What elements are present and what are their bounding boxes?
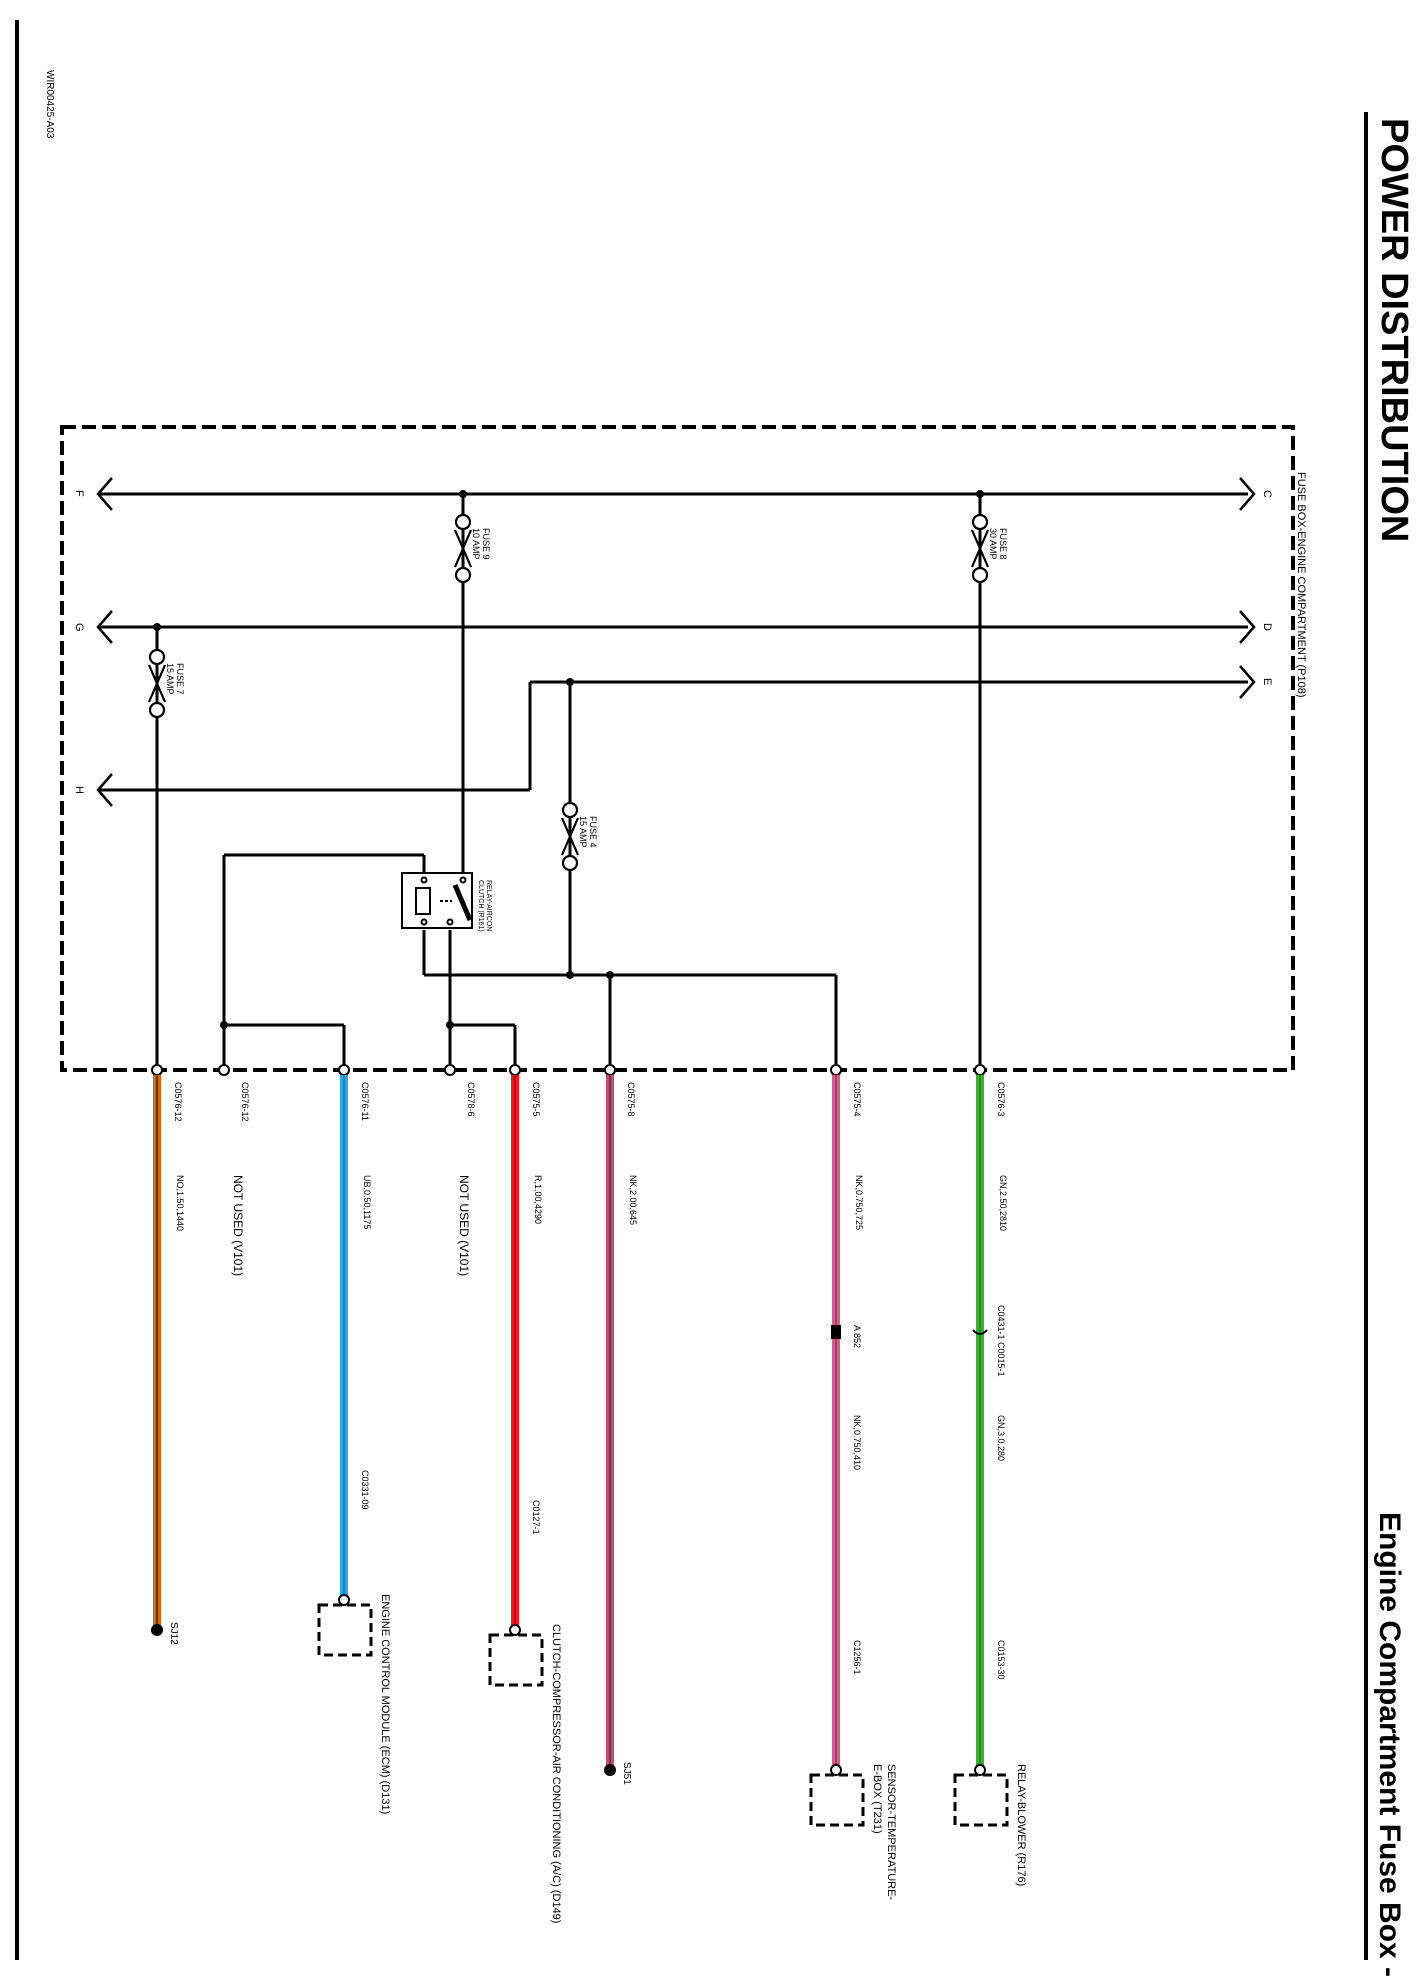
wire-spec-7: GN,2.50,2810	[998, 1175, 1008, 1231]
connector-g-label: G	[73, 623, 85, 632]
end-pin-ring-4	[509, 1624, 521, 1636]
component-label-4: CLUTCH-COMPRESSOR-AIR CONDITIONING (A/C)…	[550, 1624, 562, 1923]
fuse-8-name: FUSE 8	[998, 528, 1008, 560]
pin-label-7: C0576-3	[996, 1082, 1006, 1117]
relay-label-2: CLUTCH (R161)	[477, 880, 484, 932]
junction-dots	[153, 490, 984, 1029]
splice-end-dot-0	[151, 1624, 163, 1636]
splice-end-label-5: SJ51	[621, 1762, 632, 1785]
splice-end-label-0: SJ12	[168, 1622, 179, 1645]
fuse-9-rating: 10 AMP	[471, 528, 481, 560]
component-label-2: ENGINE CONTROL MODULE (ECM) (D131)	[379, 1594, 391, 1814]
pin-ring-3	[444, 1064, 456, 1076]
fuse-box-label: FUSE BOX-ENGINE COMPARTMENT (P108)	[1295, 472, 1307, 698]
pin-label-4: C0575-5	[531, 1082, 541, 1117]
connector-e-label: E	[1261, 678, 1273, 685]
relay-aircon-clutch	[401, 872, 473, 929]
fuse-7-symbol	[147, 648, 167, 719]
splice-end-dot-5	[604, 1764, 616, 1776]
inline-connector-7	[972, 1329, 988, 1335]
pin-ring-0	[151, 1064, 163, 1076]
fuse-4-symbol	[560, 801, 580, 872]
end-pin-label-4: C0127-1	[531, 1500, 541, 1535]
end-pin-label-7: C0153-30	[996, 1640, 1006, 1680]
fuse-4-rating: 15 AMP	[578, 816, 588, 848]
pin-label-5: C0575-8	[626, 1082, 636, 1117]
pin-ring-6	[830, 1064, 842, 1076]
end-pin-label-2: C0331-09	[360, 1470, 370, 1510]
connector-h-label: H	[73, 786, 85, 794]
wire-spec-5: NK,2.00,645	[628, 1175, 638, 1225]
pin-label-3: C0578-6	[466, 1082, 476, 1117]
relay-label-1: RELAY-AIRCON	[485, 880, 492, 931]
pin-label-6: C0575-4	[852, 1082, 862, 1117]
not-used-label-3: NOT USED (V101)	[457, 1175, 471, 1276]
wire-spec-0: NO,1.50,1440	[175, 1175, 185, 1231]
end-pin-ring-6	[830, 1764, 842, 1776]
not-used-label-1: NOT USED (V101)	[231, 1175, 245, 1276]
bus-lines	[100, 492, 1248, 1070]
component-box-2	[317, 1603, 373, 1657]
fuse-9-name: FUSE 9	[481, 528, 491, 560]
pin-ring-1	[218, 1064, 230, 1076]
pin-ring-5	[604, 1064, 616, 1076]
pin-label-2: C0576-11	[360, 1082, 370, 1121]
component-label-a-6: SENSOR-TEMPERATURE-	[885, 1764, 897, 1900]
end-pin-ring-7	[974, 1764, 986, 1776]
fuse-4-name: FUSE 4	[588, 816, 598, 848]
component-label-b-6: E-BOX (T231)	[871, 1764, 883, 1834]
component-label-7: RELAY-BLOWER (R176)	[1015, 1764, 1027, 1886]
wire-spec-2: UB,0.50,1175	[362, 1175, 372, 1229]
fuse-box-enclosure	[60, 425, 1295, 1072]
pin-label-1: C0576-12	[240, 1082, 250, 1122]
wire-spec-4: R,1.00,4290	[533, 1175, 543, 1224]
pin-ring-2	[338, 1064, 350, 1076]
wire-spec2-6: NK,0.750,410	[852, 1415, 862, 1470]
component-box-4	[488, 1633, 544, 1687]
end-pin-label-6: C1256-1	[852, 1640, 862, 1675]
pin-label-0: C0576-12	[173, 1082, 183, 1122]
wire-spec-6: NK,0.750,725	[854, 1175, 864, 1230]
connector-f-label: F	[73, 490, 85, 497]
fuse-7-name: FUSE 7	[175, 663, 185, 695]
pin-ring-4	[509, 1064, 521, 1076]
fuse-8-rating: 30 AMP	[988, 528, 998, 560]
fuse-7-rating: 15 AMP	[165, 663, 175, 695]
fuse-9-symbol	[453, 513, 473, 584]
end-pin-ring-2	[338, 1594, 350, 1606]
wire-spec2-7: GN,3.0,280	[996, 1415, 1006, 1461]
component-box-6	[809, 1773, 865, 1827]
connector-d-label: D	[1261, 623, 1273, 631]
inline-label-7: C0431-1 C0015-1	[996, 1305, 1006, 1377]
page-title: POWER DISTRIBUTION	[1373, 118, 1415, 542]
fuse-8-symbol	[970, 513, 990, 584]
pin-ring-7	[974, 1064, 986, 1076]
splice-label-6: A 852	[852, 1325, 862, 1348]
connector-chevrons	[96, 477, 1256, 807]
splice-marker-6	[831, 1325, 841, 1339]
page-subtitle: Engine Compartment Fuse Box - NAS	[1373, 1512, 1406, 1976]
figure-id: WIR00425-A03	[44, 70, 55, 139]
component-box-7	[953, 1773, 1009, 1827]
connector-c-label: C	[1261, 490, 1273, 498]
